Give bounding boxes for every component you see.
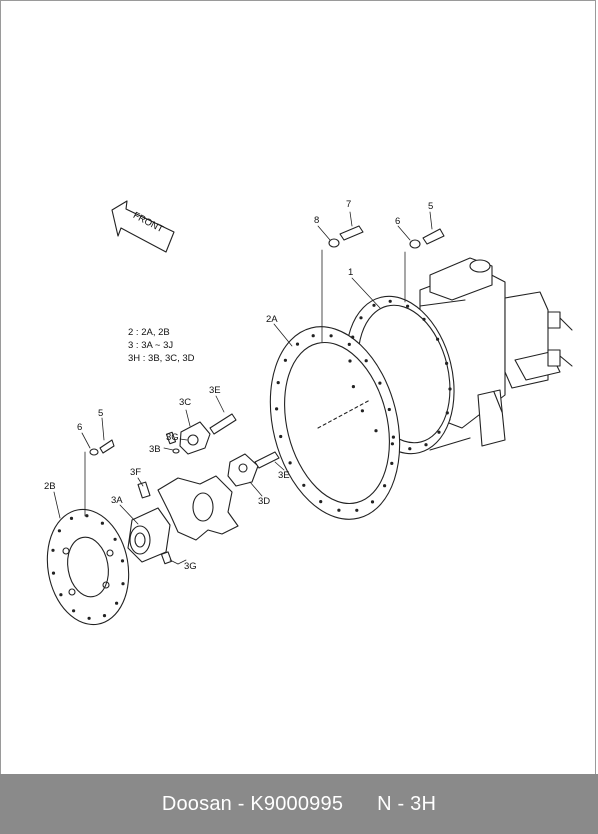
callout-3g-bot: 3G <box>184 561 197 572</box>
bolt-hole <box>348 359 352 363</box>
callout-7: 7 <box>346 199 351 210</box>
bolt-hole <box>72 609 76 613</box>
callout-6-right: 6 <box>395 216 400 227</box>
coupling-element <box>157 475 239 541</box>
bolt-hole <box>351 385 355 389</box>
bolt-hole <box>391 435 395 439</box>
callout-1: 1 <box>348 267 353 278</box>
bolt-hole <box>120 559 125 563</box>
callout-3b: 3B <box>149 444 161 455</box>
bolt-hole <box>387 407 391 412</box>
bolt-hole <box>347 342 351 346</box>
callout-3a: 3A <box>111 495 123 506</box>
bolt-hole <box>302 483 306 487</box>
bolt-hole <box>390 461 394 465</box>
bolt-hole <box>360 409 364 413</box>
bolt-hole <box>115 601 119 605</box>
bolt-5-left <box>99 439 115 454</box>
callout-5-right: 5 <box>428 201 433 212</box>
flange-plate-2b <box>46 508 130 626</box>
callout-8: 8 <box>314 215 319 226</box>
bolt-hole <box>359 316 363 320</box>
bolt-hole <box>102 614 107 618</box>
bolt-hole <box>370 500 375 504</box>
legend-line-1: 2 : 2A, 2B <box>128 327 170 338</box>
bolt-hole <box>378 381 382 385</box>
bolt-hole <box>355 508 359 512</box>
bolt-hole <box>319 500 323 504</box>
callout-3d: 3D <box>258 496 270 507</box>
callout-5-left: 5 <box>98 408 103 419</box>
washer-8 <box>328 238 340 248</box>
housing-holes <box>348 299 452 451</box>
bolt-hole <box>288 461 292 465</box>
callout-3e-top: 3E <box>209 385 221 396</box>
bolt-hole <box>69 516 74 521</box>
callout-2b: 2B <box>44 481 56 492</box>
bolt-hole <box>121 582 125 586</box>
footer-ref: N - 3H <box>377 792 437 815</box>
bolt-3e-mid <box>254 451 280 469</box>
bolt-hole <box>383 484 387 488</box>
legend-line-3: 3H : 3B, 3C, 3D <box>128 353 195 364</box>
flange-plate-2a <box>269 326 401 520</box>
footer-bar: Doosan - K9000995 N - 3H <box>0 774 598 834</box>
flange-2a-holes <box>275 334 395 512</box>
clamp-3d <box>227 453 259 487</box>
callout-3f: 3F <box>130 467 141 478</box>
bolt-hole <box>422 317 426 321</box>
bolt-hole <box>388 299 392 303</box>
bolt-hole <box>113 537 117 541</box>
bolt-hole <box>275 407 279 411</box>
bolt-hole <box>437 430 441 434</box>
callout-3c: 3C <box>179 397 191 408</box>
bolt-5-right <box>422 228 445 245</box>
bolt-hole <box>337 508 341 512</box>
bolt-hole <box>59 593 63 597</box>
bolt-3e-top <box>209 413 237 435</box>
bolt-hole <box>406 304 410 308</box>
bolt-hole <box>408 447 412 451</box>
washer-6-left <box>89 448 99 456</box>
washer-6-right <box>409 239 421 249</box>
callout-3e-mid: 3E <box>278 470 290 481</box>
bolt-hole <box>295 342 300 346</box>
exploded-parts-diagram: FRONT 2 : 2A, 2B 3 : 3A ~ 3J 3H : 3B, 3C… <box>44 199 573 626</box>
flange-2b-holes <box>51 514 125 620</box>
bolt-hole <box>85 514 89 518</box>
bolt-hole <box>276 381 280 385</box>
front-arrow-icon <box>111 200 175 253</box>
key-3b <box>172 448 180 454</box>
callout-2a: 2A <box>266 314 278 325</box>
bolt-hole <box>51 548 55 552</box>
legend-line-2: 3 : 3A ~ 3J <box>128 340 173 351</box>
bolt-hole <box>279 434 283 439</box>
callout-3g-top: 3G <box>166 432 179 443</box>
bolt-hole <box>448 387 452 391</box>
bolt-hole <box>57 529 62 533</box>
bolt-hole <box>445 361 449 365</box>
bolt-hole <box>364 359 368 363</box>
bolt-hole <box>390 442 394 446</box>
hub-3a <box>127 507 171 563</box>
bolt-hole <box>424 443 428 447</box>
setscrew-3g-bot <box>160 551 173 565</box>
bolt-hole <box>351 335 355 339</box>
bolt-hole <box>51 571 56 575</box>
setscrew-3f <box>137 481 151 499</box>
bolt-hole <box>100 521 104 525</box>
bolt-hole <box>87 616 91 620</box>
clamp-3c <box>179 421 211 455</box>
bolt-hole <box>311 334 315 338</box>
bolt-hole <box>436 337 440 341</box>
bolt-hole <box>374 429 378 433</box>
bolt-hole <box>445 411 449 415</box>
bolt-7 <box>339 225 364 241</box>
bolt-hole <box>329 334 333 338</box>
bolt-hole <box>283 358 287 362</box>
setscrew-3g-top <box>165 431 177 445</box>
footer-brand-part: Doosan - K9000995 <box>161 792 344 815</box>
bolt-hole <box>372 303 376 307</box>
callout-6-left: 6 <box>77 422 82 433</box>
